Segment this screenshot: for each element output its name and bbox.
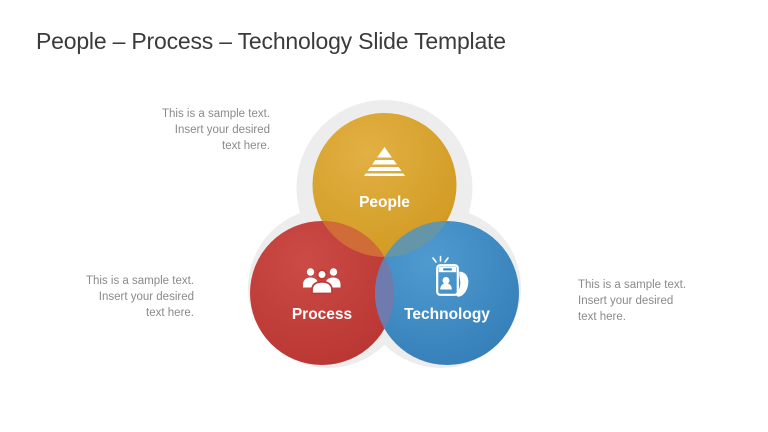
people-label: People: [359, 194, 410, 211]
note-line: This is a sample text.: [85, 275, 194, 287]
note-line: text here.: [578, 311, 626, 323]
people-circle: [312, 113, 457, 257]
technology-circle: [375, 221, 519, 365]
note-line: text here.: [146, 307, 194, 319]
note-middle-right: This is a sample text. Insert your desir…: [578, 277, 708, 325]
note-line: Insert your desired: [98, 291, 194, 303]
process-label: Process: [292, 306, 352, 323]
pyramid-icon: [364, 147, 405, 176]
note-line: Insert your desired: [174, 124, 270, 136]
note-line: This is a sample text.: [161, 108, 270, 120]
note-line: This is a sample text.: [578, 279, 687, 291]
slide-title: People – Process – Technology Slide Temp…: [36, 28, 506, 54]
notification-rays-icon: [432, 255, 449, 263]
note-middle-left: This is a sample text. Insert your desir…: [70, 273, 194, 321]
note-line: Insert your desired: [578, 295, 674, 307]
team-icon: [303, 268, 341, 295]
note-top-left: This is a sample text. Insert your desir…: [148, 106, 270, 154]
smartphone-hand-icon: [432, 255, 469, 297]
note-line: text here.: [222, 140, 270, 152]
technology-label: Technology: [404, 306, 490, 323]
